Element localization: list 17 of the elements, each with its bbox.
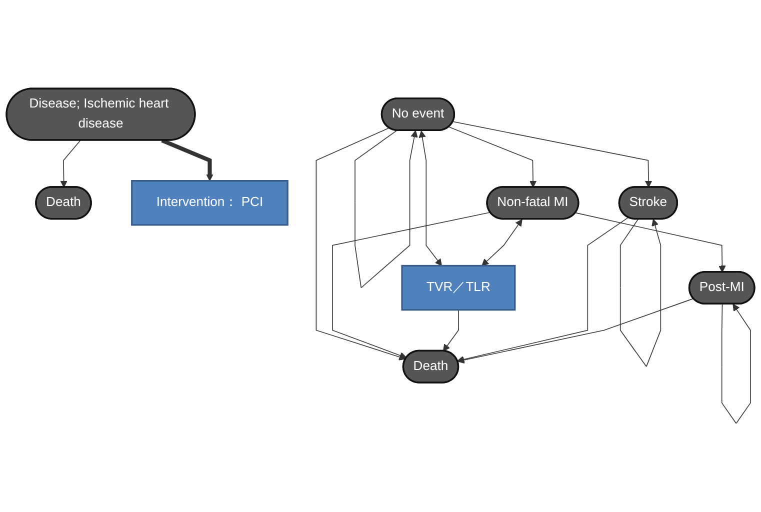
- arrow: [60, 140, 81, 188]
- arrow: [354, 130, 418, 288]
- arrow: [721, 304, 751, 424]
- arrow: [457, 298, 694, 364]
- arrow: [316, 128, 406, 360]
- node-box: Intervention： PCI: [131, 180, 288, 226]
- arrow: [448, 126, 537, 188]
- arrow: [457, 217, 629, 363]
- arrow: [575, 212, 726, 273]
- node-box: TVR／TLR: [401, 264, 516, 311]
- arrow: [332, 212, 491, 359]
- arrow: [482, 219, 522, 266]
- arrow: [161, 138, 214, 182]
- arrow: [442, 309, 459, 352]
- arrow: [452, 121, 652, 188]
- arrow: [418, 130, 442, 266]
- arrow: [620, 218, 662, 367]
